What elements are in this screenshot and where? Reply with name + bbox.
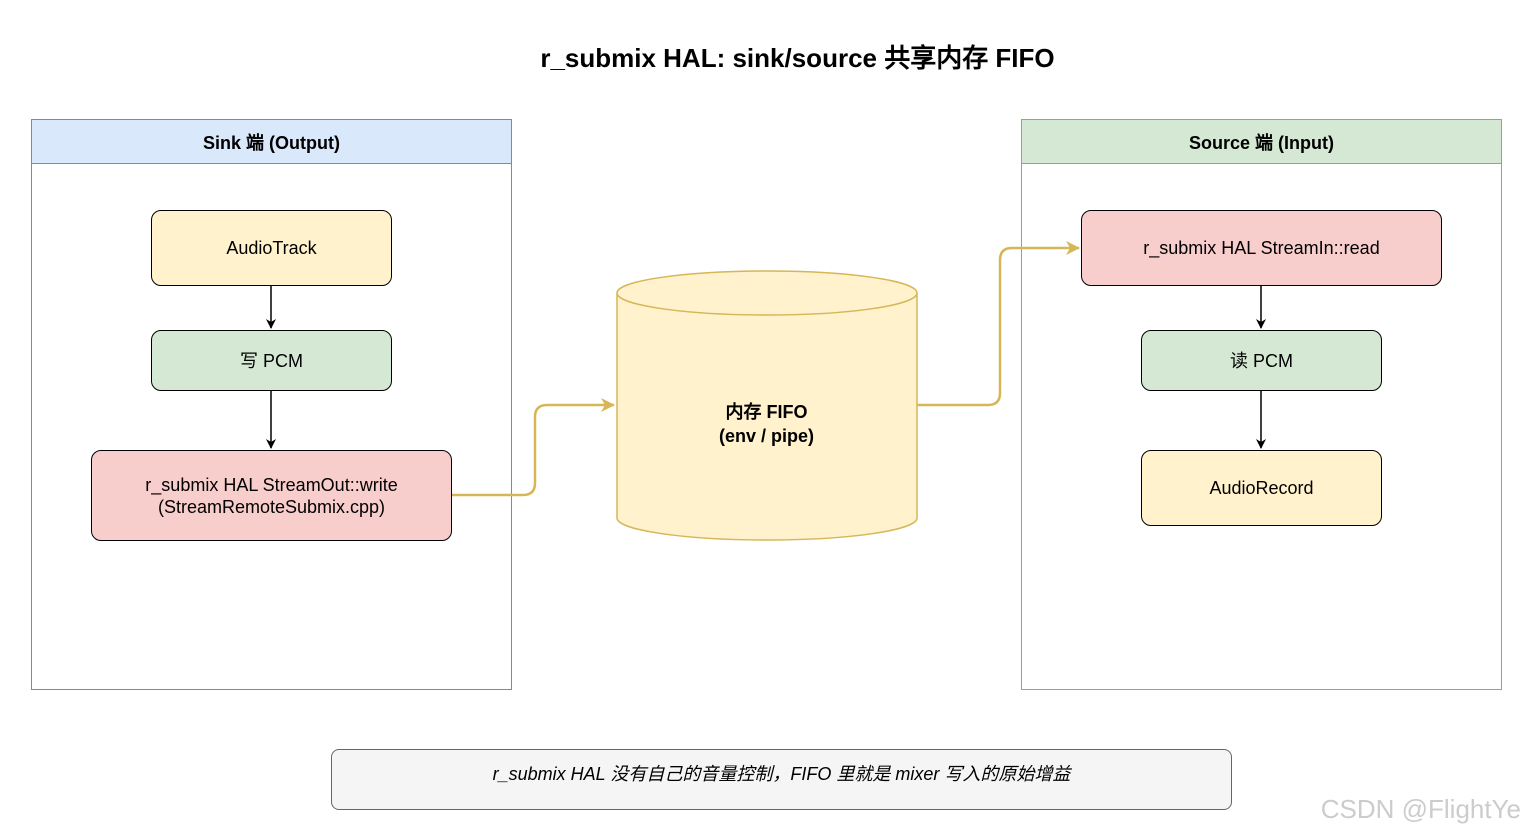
note-box: r_submix HAL 没有自己的音量控制，FIFO 里就是 mixer 写入… [331,749,1232,810]
streamin-read-label: r_submix HAL StreamIn::read [1143,238,1380,258]
fifo-label: 内存 FIFO (env / pipe) [616,400,917,448]
fifo-subtitle: (env / pipe) [718,426,814,446]
audiotrack-label: AudioTrack [226,238,317,258]
write-pcm-label: 写 PCM [240,350,303,371]
read-pcm-label: 读 PCM [1230,350,1293,371]
audiorecord-node[interactable]: AudioRecord [1141,450,1382,526]
fifo-title: 内存 FIFO [725,402,808,422]
sink-group: Sink 端 (Output) [31,119,512,690]
diagram-title: r_submix HAL: sink/source 共享内存 FIFO [540,43,1055,73]
audiotrack-node[interactable]: AudioTrack [151,210,392,286]
edge-streamout-to-fifo [452,398,615,497]
fifo-cylinder[interactable] [616,270,918,541]
source-group-header: Source 端 (Input) [1022,120,1501,164]
write-pcm-node[interactable]: 写 PCM [151,330,392,391]
edge-fifo-to-streamin [917,241,1080,407]
streamout-file-label: (StreamRemoteSubmix.cpp) [157,496,386,517]
streamout-write-node[interactable]: r_submix HAL StreamOut::write (StreamRem… [91,450,452,541]
audiorecord-label: AudioRecord [1209,478,1314,498]
watermark: CSDN @FlightYe [1320,794,1521,824]
source-group: Source 端 (Input) [1021,119,1502,690]
streamin-read-node[interactable]: r_submix HAL StreamIn::read [1081,210,1442,286]
read-pcm-node[interactable]: 读 PCM [1141,330,1382,391]
note-text: r_submix HAL 没有自己的音量控制，FIFO 里就是 mixer 写入… [492,764,1071,784]
sink-group-header: Sink 端 (Output) [32,120,511,164]
streamout-write-label: r_submix HAL StreamOut::write [145,474,398,495]
